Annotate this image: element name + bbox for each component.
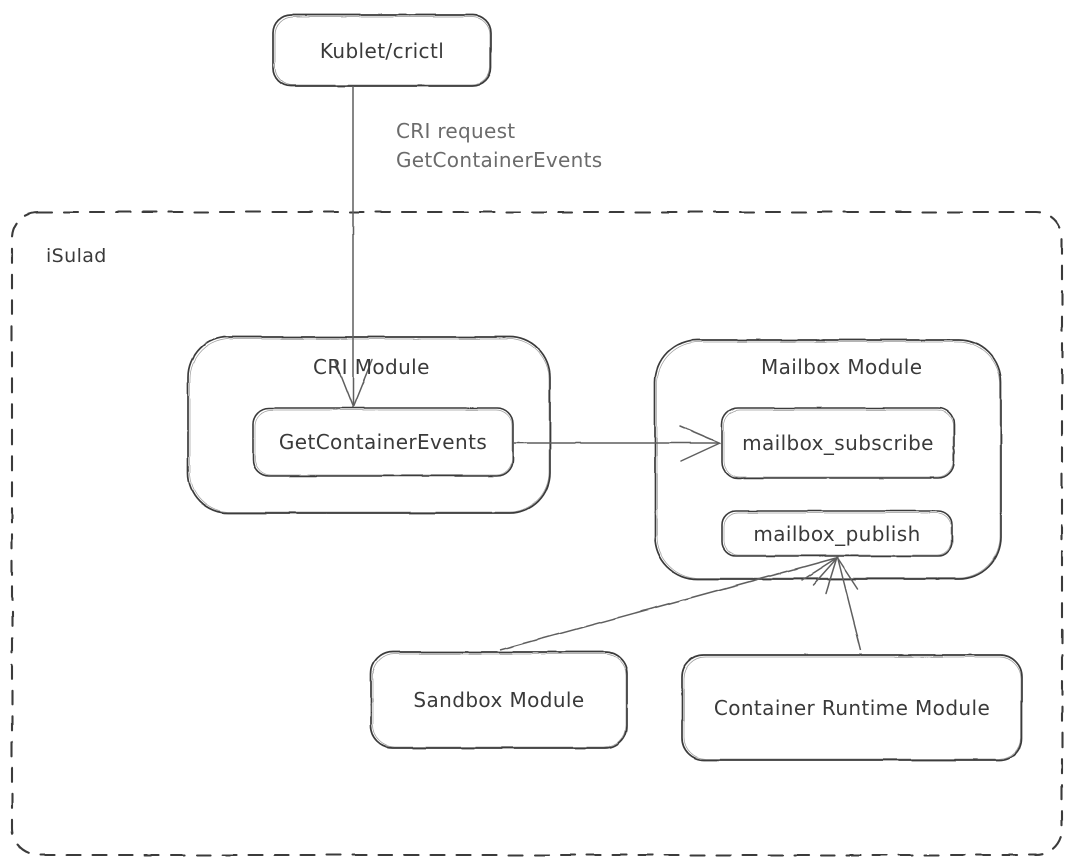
cri-request-edge-shape: [334, 86, 373, 408]
subscribe-edge-shape: [513, 425, 721, 462]
mailbox-subscribe-shape: [721, 407, 955, 479]
cri-request-edge-label-line-2: GetContainerEvents: [396, 148, 603, 172]
cri-request-edge-label-line-1: CRI request: [396, 119, 516, 143]
cri-request-edge-label: CRI request GetContainerEvents: [396, 117, 603, 175]
sandbox-publish-edge-shape: [499, 556, 839, 651]
cri-module-title: CRI Module: [313, 355, 430, 379]
isulad-boundary-shape: [10, 210, 1064, 857]
kublet-node-shape: [272, 14, 492, 87]
mailbox-module-title: Mailbox Module: [761, 355, 923, 379]
get-container-events-shape: [252, 407, 514, 477]
runtime-publish-edge-shape: [825, 556, 862, 651]
isulad-boundary-label: iSulad: [46, 245, 107, 267]
container-runtime-module-shape: [681, 654, 1023, 761]
mailbox-publish-shape: [721, 510, 953, 557]
sandbox-module-shape: [370, 651, 628, 749]
